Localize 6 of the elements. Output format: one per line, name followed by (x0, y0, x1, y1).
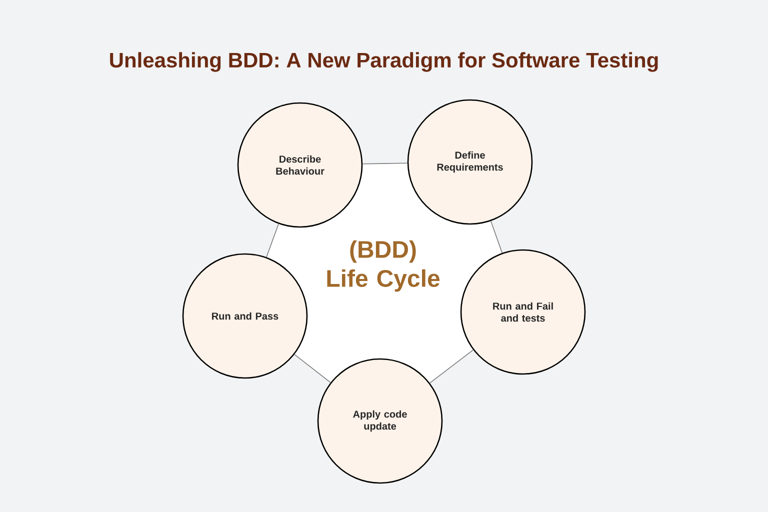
connector-line (362, 162, 408, 164)
connector-line (266, 223, 279, 258)
connector-line (429, 350, 474, 384)
connector-line (490, 220, 503, 254)
title: Unleashing BDD: A New Paradigm for Software Testing (110, 52, 658, 72)
connector-line (294, 354, 331, 383)
